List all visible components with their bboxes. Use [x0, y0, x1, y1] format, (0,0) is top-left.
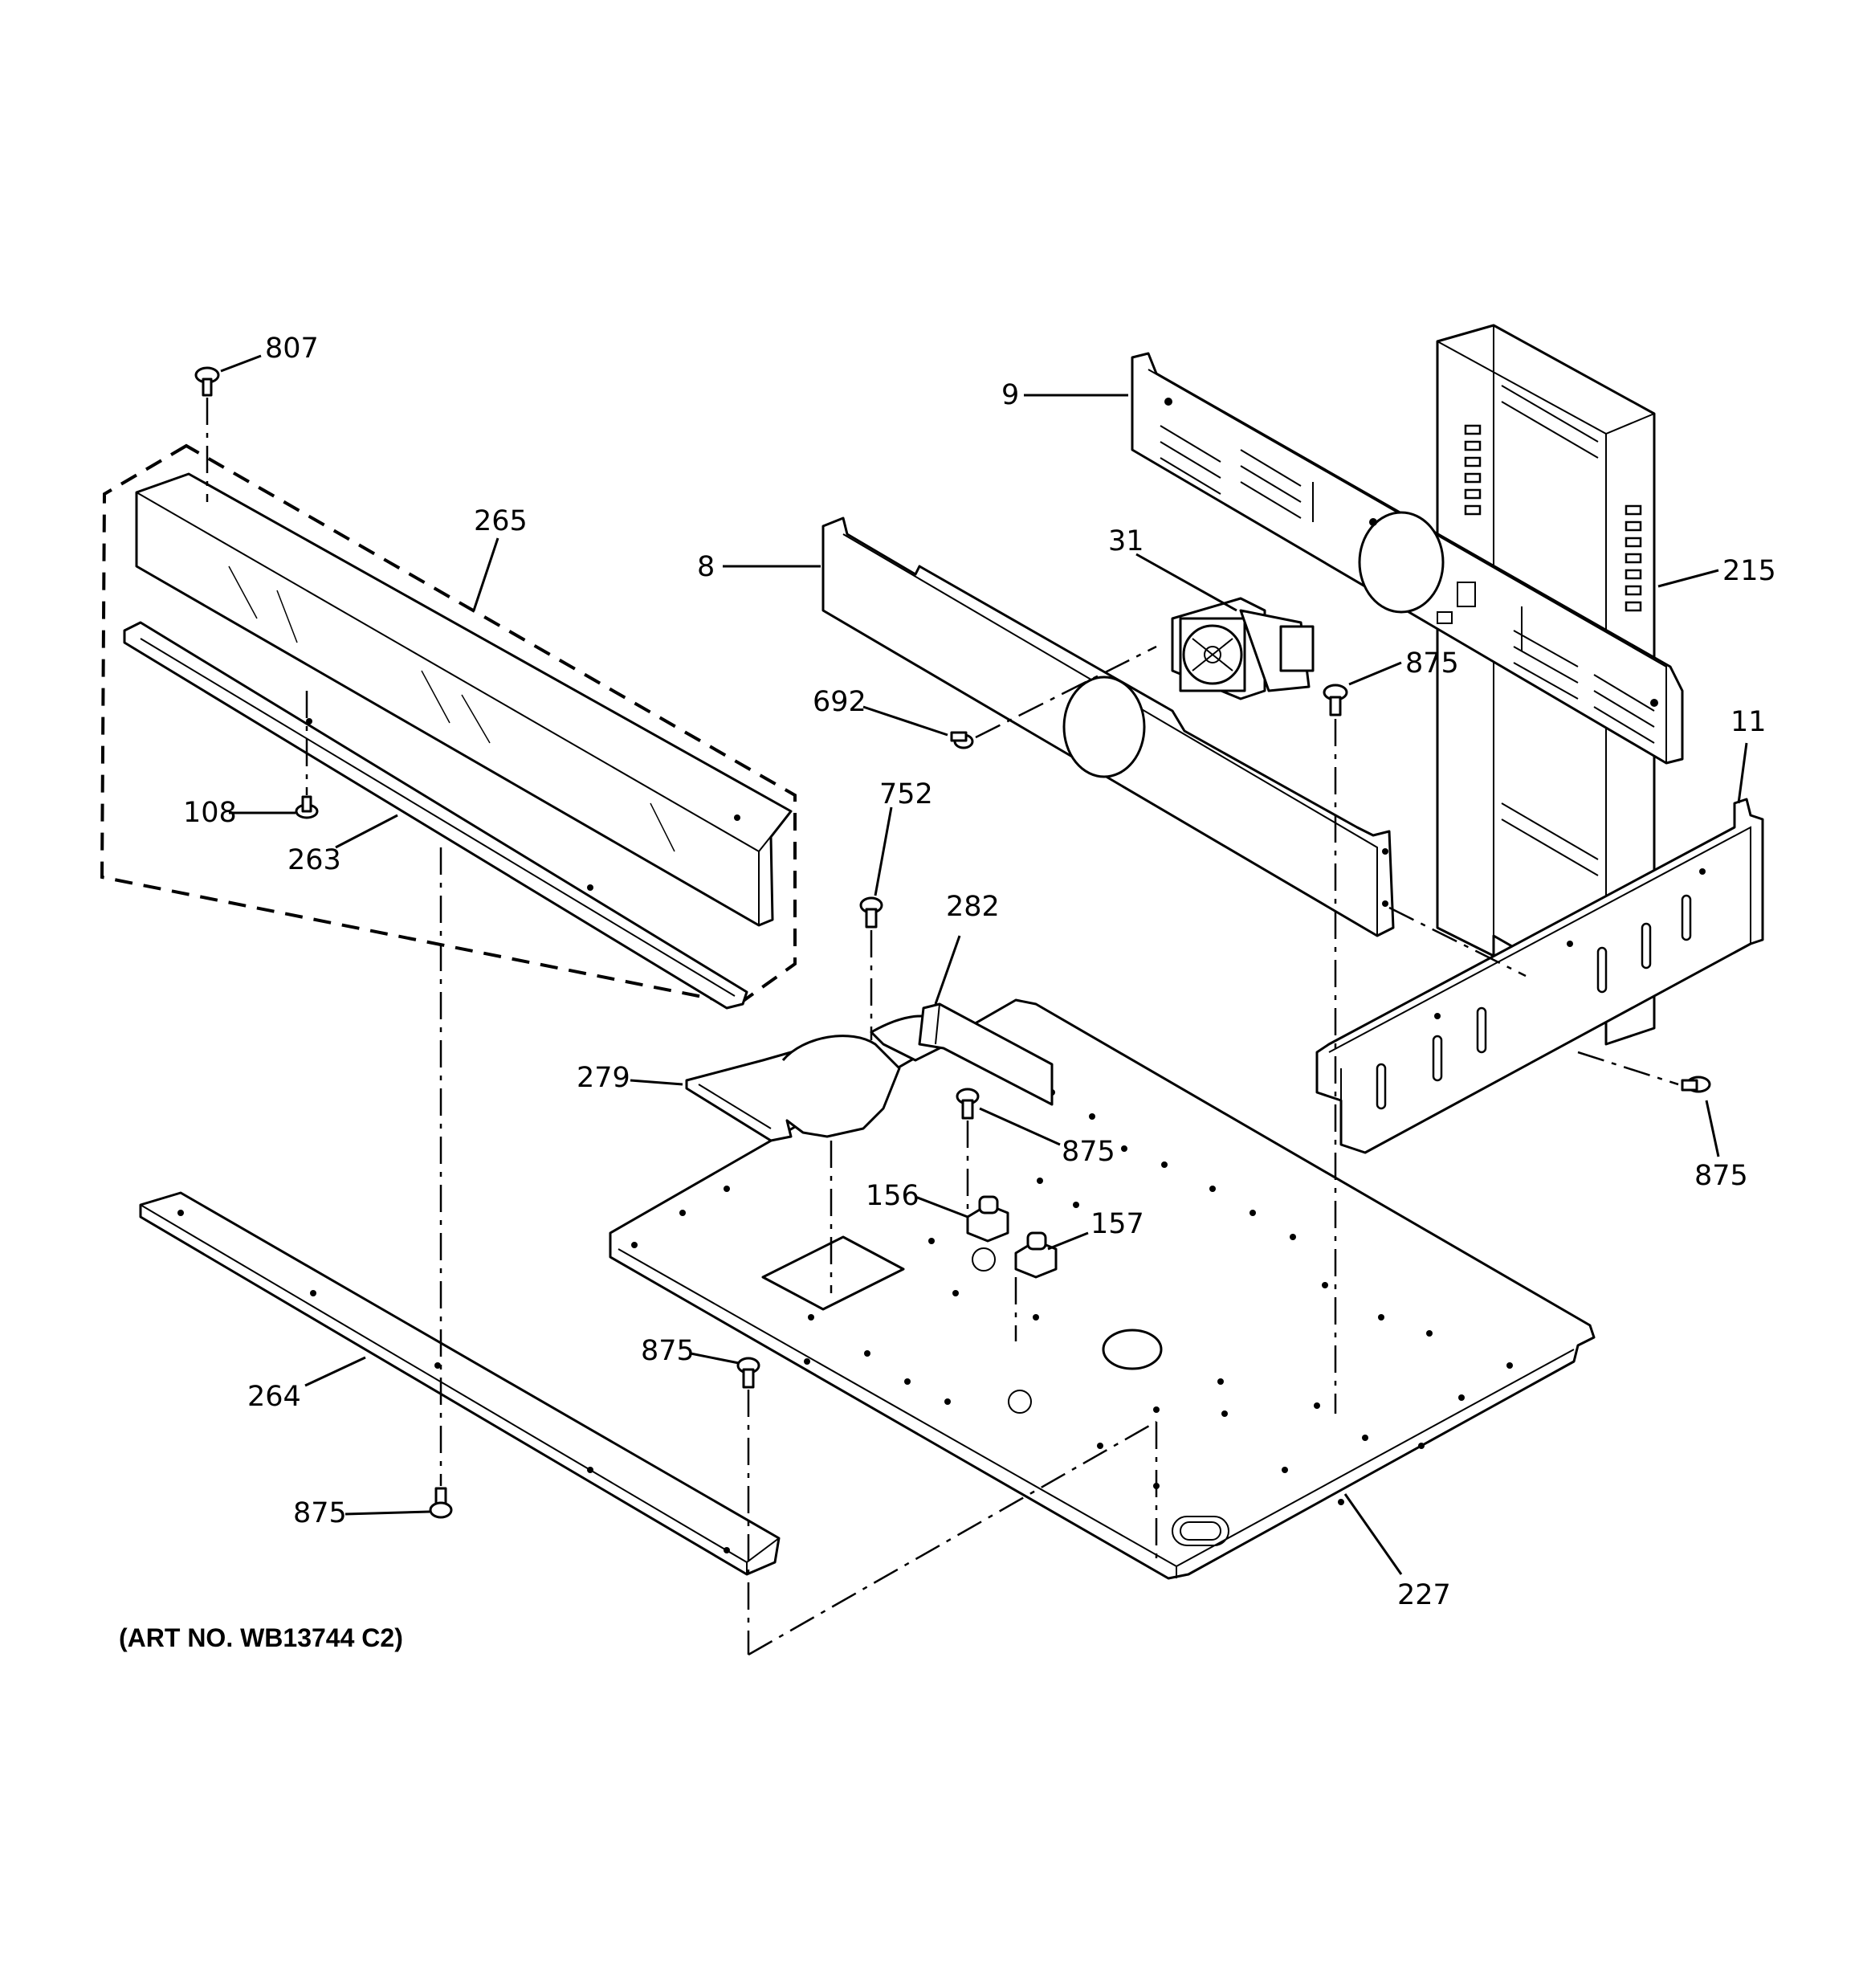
callout-31: 31	[1108, 525, 1144, 557]
part-31-fan	[1171, 597, 1315, 700]
screw-875-icon	[736, 1357, 760, 1389]
screw-875-icon	[429, 1487, 453, 1519]
part-8-bracket	[821, 516, 1395, 937]
callout-157: 157	[1090, 1208, 1144, 1240]
screw-692-icon	[950, 731, 974, 749]
callout-227: 227	[1397, 1579, 1451, 1611]
part-279-diverter	[685, 1014, 949, 1142]
callout-215: 215	[1722, 555, 1776, 587]
part-265-panel	[135, 472, 793, 927]
screw-108-icon	[295, 795, 319, 819]
part-157-thermostat	[1014, 1231, 1058, 1279]
assembly-lines	[206, 398, 1679, 1656]
screw-875-icon	[1681, 1076, 1711, 1093]
callout-752: 752	[879, 778, 933, 810]
callout-9: 9	[1001, 379, 1019, 411]
assembly-group-outline	[100, 443, 797, 1006]
part-9-bracket	[1131, 352, 1684, 765]
callout-875: 875	[293, 1497, 347, 1529]
leader-lines	[220, 354, 1748, 1575]
art-number-note: (ART NO. WB13744 C2)	[119, 1623, 403, 1652]
callout-279: 279	[577, 1062, 630, 1094]
callouts: 807 265 108 263 9 8 31 215 875 692 11 75…	[183, 333, 1776, 1611]
callout-692: 692	[813, 686, 866, 718]
callout-875: 875	[1062, 1136, 1115, 1168]
part-11-bracket	[1315, 798, 1764, 1154]
callout-11: 11	[1731, 706, 1767, 738]
callout-265: 265	[474, 505, 528, 537]
callout-875: 875	[1694, 1160, 1748, 1192]
callout-282: 282	[946, 891, 1000, 923]
screw-875-icon	[956, 1088, 980, 1120]
part-263-trim	[123, 621, 748, 1010]
bracket-9-vents	[1160, 425, 1655, 744]
callout-156: 156	[866, 1180, 919, 1212]
callout-108: 108	[183, 797, 237, 829]
callout-875: 875	[641, 1335, 695, 1367]
callout-263: 263	[287, 844, 341, 876]
screw-752-icon	[859, 896, 883, 929]
callout-264: 264	[247, 1381, 301, 1413]
screw-875-icon	[1323, 684, 1348, 716]
screw-807-icon	[194, 366, 220, 397]
part-282-duct	[918, 1002, 1054, 1106]
duct-louvers	[1464, 424, 1642, 612]
callout-8: 8	[697, 551, 715, 583]
part-264-rail	[139, 1191, 781, 1576]
callout-807: 807	[265, 333, 319, 365]
bracket-11-slots	[1376, 894, 1692, 1110]
part-156-thermostat	[966, 1195, 1009, 1243]
callout-875: 875	[1405, 647, 1459, 680]
